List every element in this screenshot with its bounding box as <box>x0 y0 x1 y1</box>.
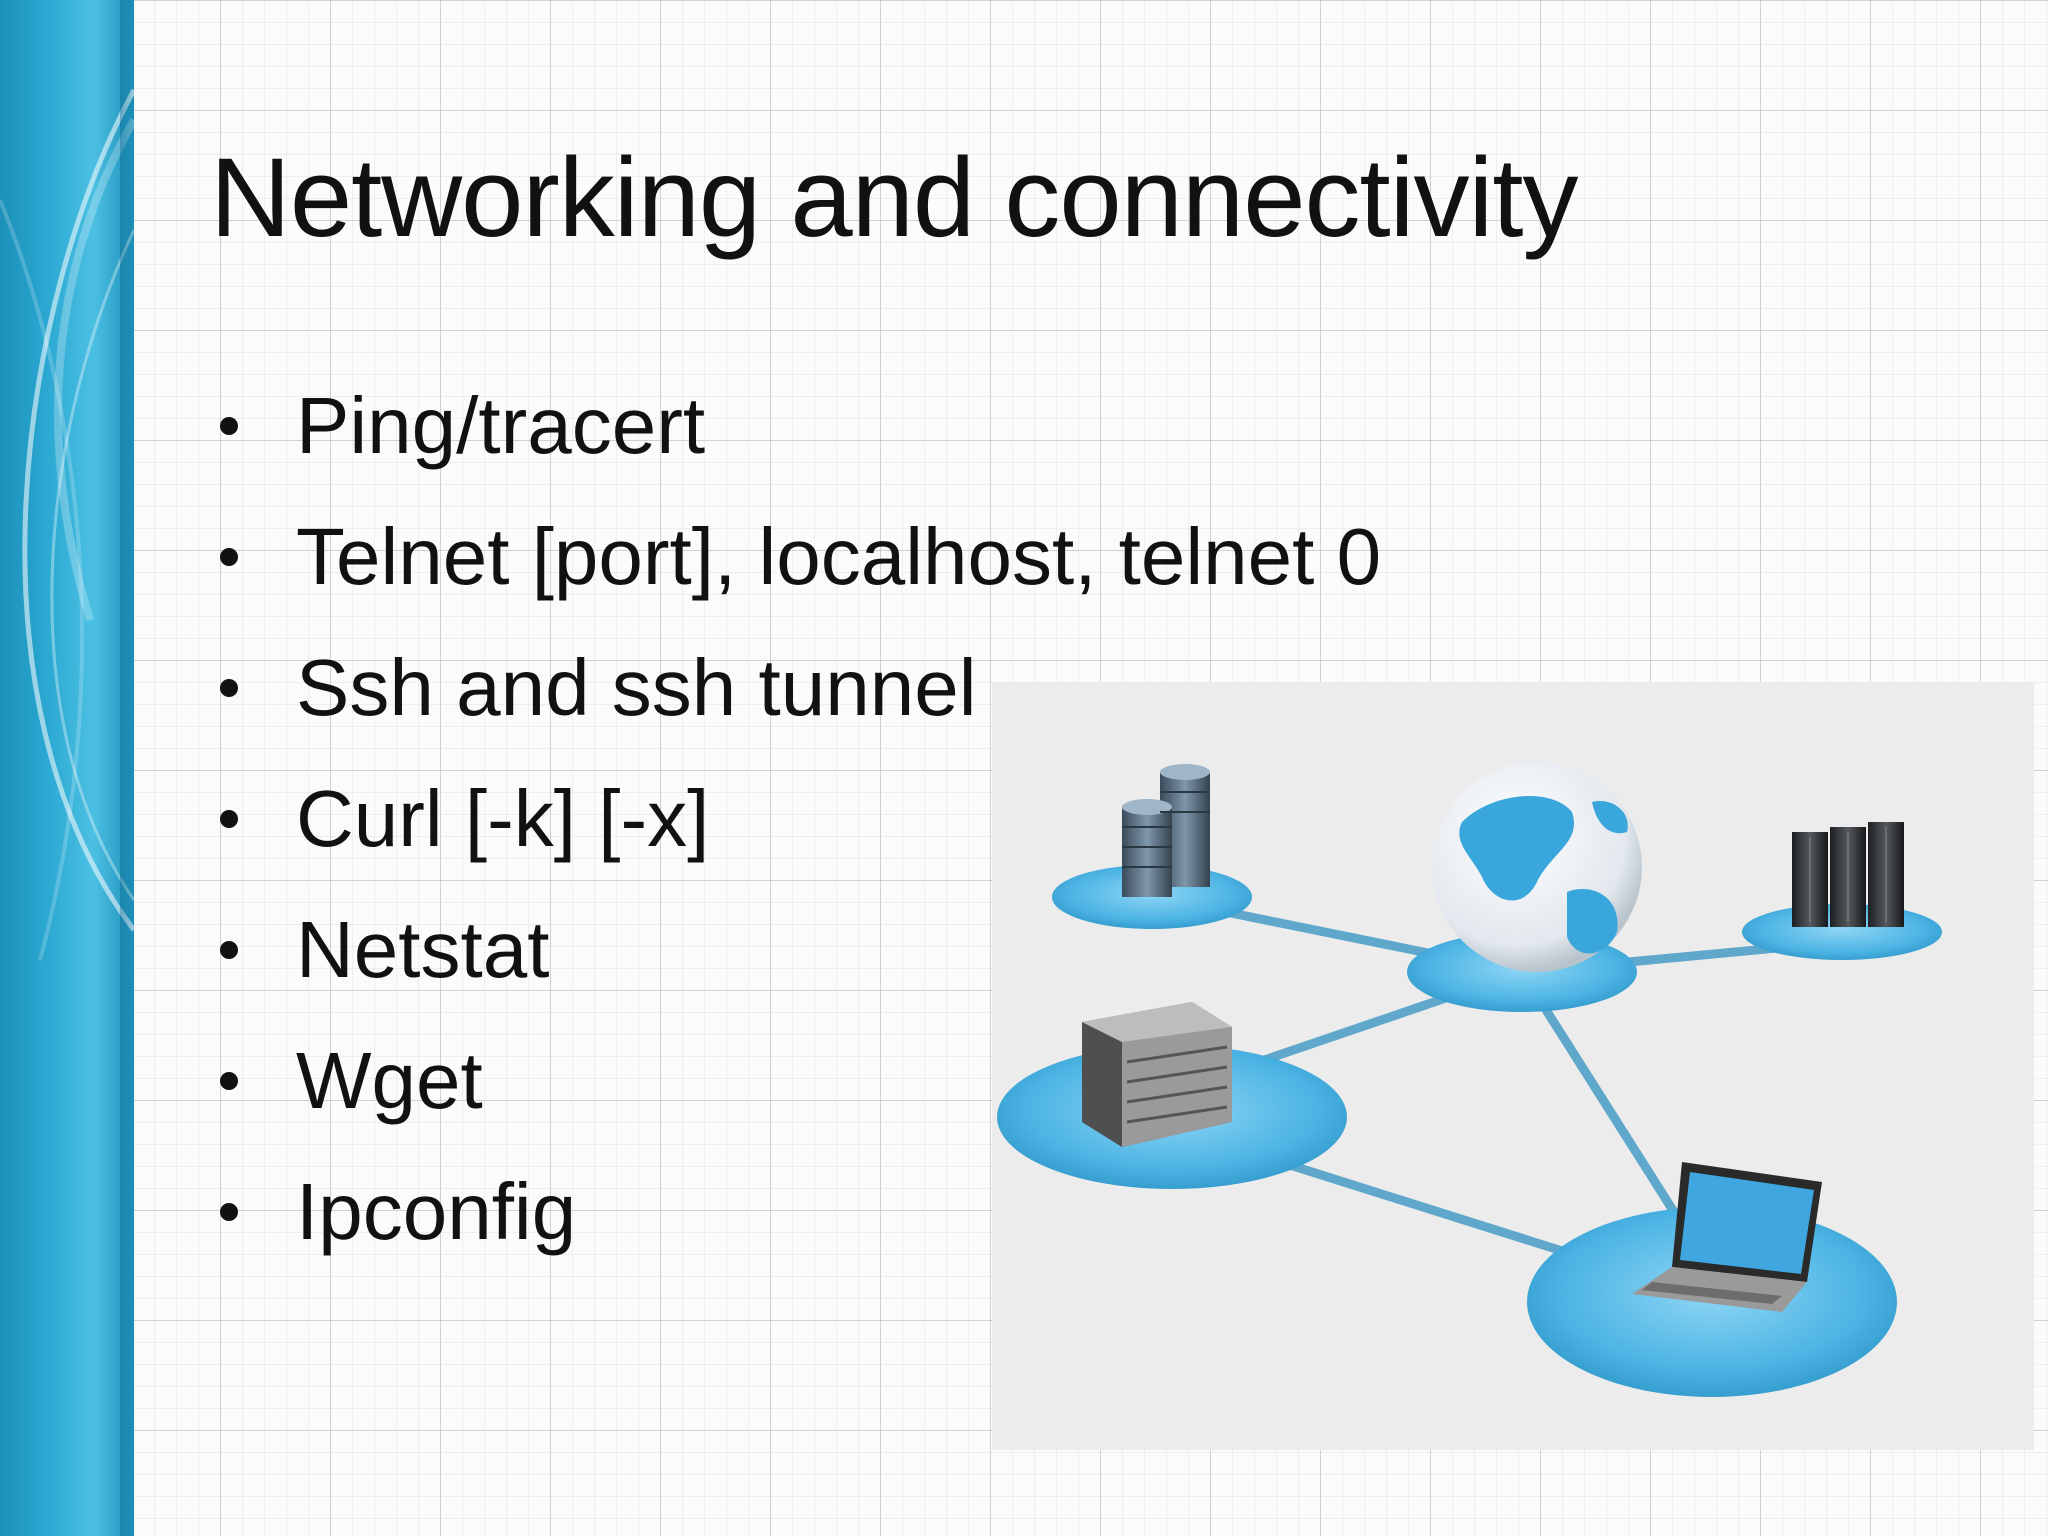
bullet-dot <box>220 678 238 697</box>
bullet-dot <box>220 1071 238 1090</box>
globe-icon <box>1432 762 1642 972</box>
laptop-icon <box>1632 1162 1822 1312</box>
bullet-dot <box>220 547 238 566</box>
bullet-dot <box>220 416 238 435</box>
bullet-text: Ipconfig <box>296 1166 577 1256</box>
bullet-dot <box>220 940 238 959</box>
network-diagram-illustration <box>997 762 1942 1397</box>
bullet-text: Telnet [port], localhost, telnet 0 <box>296 511 1382 601</box>
band-shadow <box>120 0 134 1536</box>
bullet-text: Wget <box>296 1035 483 1125</box>
office-buildings-icon <box>1122 764 1210 897</box>
bullet-item: Ipconfig <box>210 1146 1381 1277</box>
network-diagram-image <box>992 682 2034 1450</box>
swoosh-decoration <box>0 88 134 961</box>
bullet-text: Ping/tracert <box>296 380 706 470</box>
bullet-item: Telnet [port], localhost, telnet 0 <box>210 491 1381 622</box>
decorative-side-band <box>0 0 134 1536</box>
bullet-item: Curl [-k] [-x] <box>210 753 1381 884</box>
bullet-item: Netstat <box>210 884 1381 1015</box>
bullet-text: Ssh and ssh tunnel <box>296 642 977 732</box>
bullet-list: Ping/tracert Telnet [port], localhost, t… <box>210 360 1381 1277</box>
slide-title: Networking and connectivity <box>210 135 1578 260</box>
bullet-item: Wget <box>210 1015 1381 1146</box>
bullet-item: Ping/tracert <box>210 360 1381 491</box>
bullet-dot <box>220 809 238 828</box>
bullet-text: Curl [-k] [-x] <box>296 773 710 863</box>
server-rack-icon <box>1792 822 1904 927</box>
bullet-text: Netstat <box>296 904 550 994</box>
bullet-item: Ssh and ssh tunnel <box>210 622 1381 753</box>
server-cabinet-icon <box>1082 1002 1232 1147</box>
bullet-dot <box>220 1202 238 1221</box>
